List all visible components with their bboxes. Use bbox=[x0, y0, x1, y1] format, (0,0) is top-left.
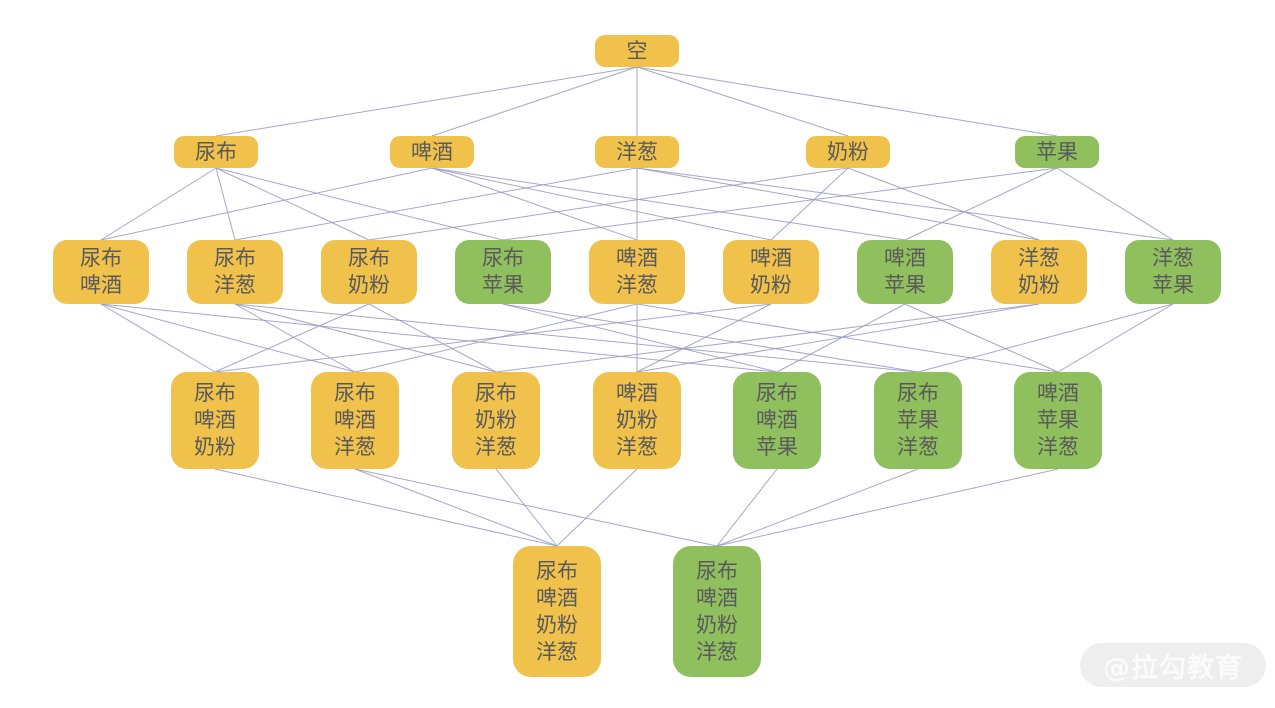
lattice-node-diaper-beer-milk: 尿布 啤酒 奶粉 bbox=[171, 372, 259, 469]
lattice-node-diaper-milk: 尿布 奶粉 bbox=[321, 240, 417, 304]
lattice-node-beer-milk-onion: 啤酒 奶粉 洋葱 bbox=[593, 372, 681, 469]
lattice-node-beer-milk: 啤酒 奶粉 bbox=[723, 240, 819, 304]
lattice-node-diaper-beer-apple: 尿布 啤酒 苹果 bbox=[733, 372, 821, 469]
lattice-node-onion-apple: 洋葱 苹果 bbox=[1125, 240, 1221, 304]
lattice-node-diaper-apple-onion: 尿布 苹果 洋葱 bbox=[874, 372, 962, 469]
lattice-node-beer-apple: 啤酒 苹果 bbox=[857, 240, 953, 304]
lattice-node-beer-onion: 啤酒 洋葱 bbox=[589, 240, 685, 304]
lattice-node-diaper-beer: 尿布 啤酒 bbox=[53, 240, 149, 304]
lattice-node-diaper-beer-onion: 尿布 啤酒 洋葱 bbox=[311, 372, 399, 469]
lattice-node-diaper-milk-onion: 尿布 奶粉 洋葱 bbox=[452, 372, 540, 469]
lattice-node-diaper-beer-milk-onion: 尿布 啤酒 奶粉 洋葱 bbox=[513, 546, 601, 677]
lattice-node-apple: 苹果 bbox=[1015, 136, 1099, 168]
lattice-node-onion: 洋葱 bbox=[595, 136, 679, 168]
lattice-node-beer-apple-onion: 啤酒 苹果 洋葱 bbox=[1014, 372, 1102, 469]
lattice-node-diaper-apple: 尿布 苹果 bbox=[455, 240, 551, 304]
lattice-node-milk: 奶粉 bbox=[806, 136, 890, 168]
lattice-node-diaper: 尿布 bbox=[174, 136, 258, 168]
lattice-node-diaper-beer-milk-onion-green: 尿布 啤酒 奶粉 洋葱 bbox=[673, 546, 761, 677]
lattice-node-empty: 空 bbox=[595, 35, 679, 67]
lattice-node-beer: 啤酒 bbox=[390, 136, 474, 168]
lattice-node-diaper-onion: 尿布 洋葱 bbox=[187, 240, 283, 304]
lattice-node-onion-milk: 洋葱 奶粉 bbox=[991, 240, 1087, 304]
watermark-badge: @拉勾教育 bbox=[1080, 643, 1266, 687]
